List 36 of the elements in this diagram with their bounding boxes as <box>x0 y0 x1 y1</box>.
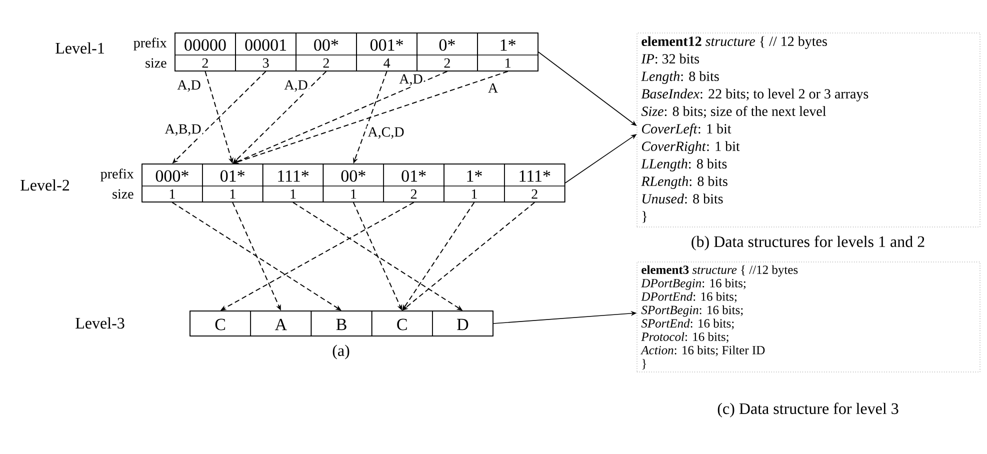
array-cell: 1* 1 <box>477 32 538 72</box>
array-cell: 1* 1 <box>444 164 505 202</box>
array-cell: 00* 2 <box>296 32 357 72</box>
edge-label: A,D <box>176 79 202 93</box>
array-cell: 111* 2 <box>504 164 566 202</box>
edge-label: A <box>486 82 500 94</box>
array-cell: 000* 1 <box>142 164 203 202</box>
level-label: Level-3 <box>76 317 124 329</box>
level-label: Level-2 <box>20 179 70 191</box>
array-cell: A <box>250 310 312 336</box>
edge-label: A,D <box>398 73 424 87</box>
array-cell: B <box>310 310 372 336</box>
edge-label: A,B,D <box>164 123 202 137</box>
array-cell: 00000 2 <box>174 32 236 72</box>
row-label: size <box>112 189 134 199</box>
row-label: prefix <box>134 38 167 50</box>
array-cell: 111* 1 <box>262 164 324 202</box>
structure-box: element3 structure { //12 bytes DPortBegin: 16 bits; DPortEnd: 16 bits; SPortBegin: 16 bits; SPortEnd: 16 bits; Protocol: 16 bits; Action: 16 bits; Filter ID } <box>636 262 980 372</box>
caption: (a) <box>332 344 350 360</box>
level-label: Level-1 <box>56 42 104 54</box>
structure-box: element12 structure { // 12 bytes IP: 32 bits Length: 8 bits BaseIndex: 22 bits; to level 2 or 3 arrays Size: 8 bits; size of the next level CoverLeft: 1 bit CoverRight: 1 bit LLength: 8 bits RLength: 8 bits Unused: 8 bits } <box>636 32 980 228</box>
array-cell: 01* 2 <box>383 164 444 202</box>
array-cell: 00* 1 <box>322 164 384 202</box>
array-cell: D <box>432 310 494 336</box>
edge-label: A,C,D <box>366 126 406 140</box>
edge-label: A,D <box>283 79 309 93</box>
array-cell: C <box>190 310 252 336</box>
row-label: size <box>146 58 166 68</box>
array-cell: C <box>371 310 433 336</box>
caption: (b) Data structures for levels 1 and 2 <box>692 236 924 250</box>
array-cell: 00001 3 <box>235 32 296 72</box>
array-cell: 01* 1 <box>202 164 264 202</box>
row-label: prefix <box>100 168 134 182</box>
caption: (c) Data structure for level 3 <box>718 402 898 418</box>
array-cell: 0* 2 <box>416 32 478 72</box>
array-cell: 001* 4 <box>356 32 418 72</box>
